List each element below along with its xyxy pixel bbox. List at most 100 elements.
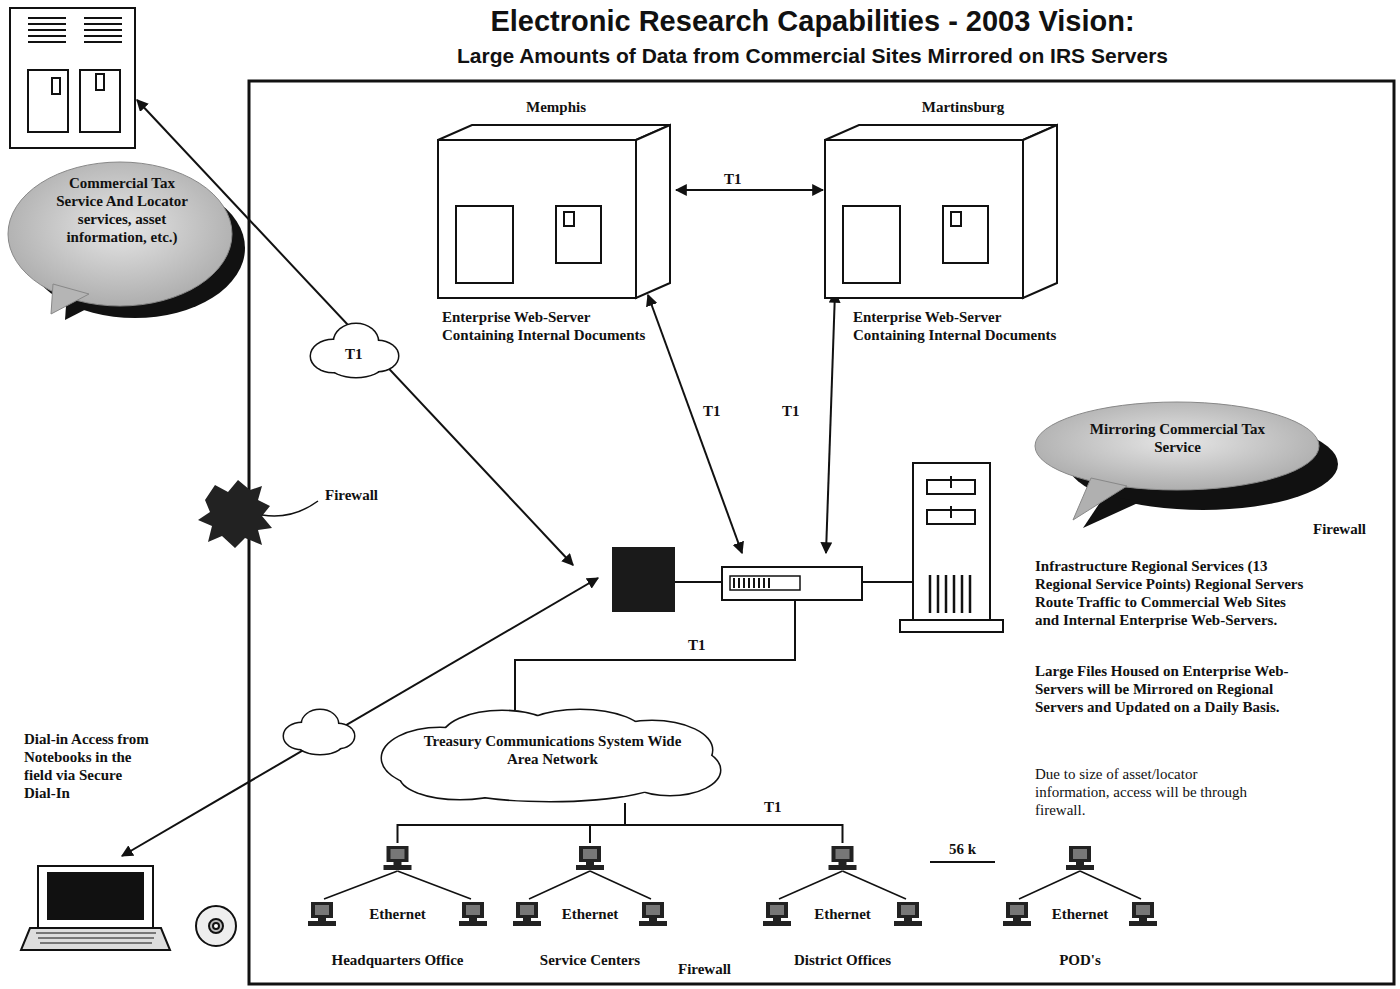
server-node: MemphisEnterprise Web-Server Containing … (436, 98, 676, 373)
link-label: T1 (343, 345, 365, 363)
text-slot: Enterprise Web-Server Containing Interna… (853, 308, 1063, 344)
diagram-title: Electronic Research Capabilities - 2003 … (225, 6, 1400, 38)
edge-label-slot: 56 k (947, 840, 978, 858)
node-text: Enterprise Web-Server Containing Interna… (853, 308, 1063, 344)
node-heading: Martinsburg (843, 98, 1083, 116)
edge-label: 56 k (947, 840, 978, 858)
text-slot: Memphis (436, 98, 676, 116)
subtitle: Large Amounts of Data from Commercial Si… (225, 44, 1400, 67)
node-text: Ethernet (505, 905, 675, 923)
node-text: Enterprise Web-Server Containing Interna… (442, 308, 657, 344)
label-slot: T1 (703, 402, 721, 420)
link-cloud (284, 710, 354, 754)
text-slot: Service Centers (505, 951, 675, 969)
computer-icon (1066, 846, 1094, 870)
network-frame (249, 81, 1394, 984)
commercial-server (10, 8, 135, 148)
computer-icon (459, 902, 487, 926)
firewall-label: Firewall (1313, 520, 1366, 538)
computer-icon (829, 846, 857, 870)
computer-icon (1003, 902, 1031, 926)
cluster-node: EthernetDistrict Offices (755, 843, 930, 978)
computer-icon (639, 902, 667, 926)
node-text: Treasury Communications System Wide Area… (420, 732, 685, 768)
bubble1-node: Commercial Tax Service And Locator servi… (5, 152, 250, 322)
connector (676, 189, 823, 191)
wire (675, 581, 722, 583)
title-slot: Electronic Research Capabilities - 2003 … (225, 6, 1400, 38)
t1-link (826, 292, 835, 553)
label-slot: T1 (782, 402, 800, 420)
text-slot: Headquarters Office (300, 951, 495, 969)
connector (625, 803, 843, 843)
computer-icon (308, 902, 336, 926)
text-slot: Ethernet (995, 905, 1165, 923)
text-slot: Martinsburg (843, 98, 1083, 116)
cluster-node: EthernetHeadquarters Office (300, 843, 495, 978)
wire (862, 581, 913, 583)
link-cloud (311, 324, 398, 377)
node-text: Commercial Tax Service And Locator servi… (47, 174, 197, 246)
text-slot: Treasury Communications System Wide Area… (420, 732, 685, 768)
label-slot: Firewall (1313, 520, 1366, 538)
dial-in-link (122, 578, 598, 856)
node-text: Mirroring Commercial Tax Service (1070, 420, 1285, 456)
firewall-box (612, 547, 675, 612)
label-slot: Large Amounts of Data from Commercial Si… (225, 44, 1400, 67)
node-text: Service Centers (505, 951, 675, 969)
text-slot: Enterprise Web-Server Containing Interna… (442, 308, 657, 344)
link-label: T1 (703, 402, 721, 420)
node-text: Headquarters Office (300, 951, 495, 969)
node-text: Dial-in Access from Notebooks in the fie… (24, 730, 149, 802)
label-slot: Infrastructure Regional Services (13 Reg… (1035, 557, 1307, 629)
note: Large Files Housed on Enterprise Web-Ser… (1035, 662, 1307, 716)
computer-icon (384, 846, 412, 870)
text-slot: Mirroring Commercial Tax Service (1070, 420, 1285, 456)
computer-icon (576, 846, 604, 870)
firewall-label: Firewall (678, 960, 731, 978)
connector (398, 803, 626, 843)
link-label: T1 (688, 636, 706, 654)
t1-bus (515, 600, 795, 710)
label-slot: Due to size of asset/locator information… (1035, 765, 1257, 819)
cloud-fill (382, 710, 720, 801)
node-heading: Memphis (436, 98, 676, 116)
edge-label-slot: T1 (762, 798, 784, 816)
label-slot: T1 (343, 345, 365, 363)
regional-router (722, 567, 862, 600)
server-node: MartinsburgEnterprise Web-Server Contain… (823, 98, 1063, 373)
regional-server (900, 463, 1003, 632)
cluster-node: EthernetService Centers (505, 843, 675, 978)
computer-icon (513, 902, 541, 926)
note: Infrastructure Regional Services (13 Reg… (1035, 557, 1307, 629)
bubble2-node: Mirroring Commercial Tax Service (1025, 400, 1345, 530)
text-slot: Ethernet (505, 905, 675, 923)
node-text: District Offices (755, 951, 930, 969)
computer-icon (1129, 902, 1157, 926)
label-slot: Large Files Housed on Enterprise Web-Ser… (1035, 662, 1307, 716)
text-slot: Ethernet (300, 905, 495, 923)
text-slot: District Offices (755, 951, 930, 969)
t1-link (648, 295, 742, 553)
note: Due to size of asset/locator information… (1035, 765, 1257, 819)
text-slot: Ethernet (755, 905, 930, 923)
text-slot: Commercial Tax Service And Locator servi… (47, 174, 197, 246)
cluster-node: EthernetPOD's (995, 843, 1165, 978)
label-slot: Firewall (678, 960, 731, 978)
text-slot: Dial-in Access from Notebooks in the fie… (24, 730, 149, 802)
cloud-node: Treasury Communications System Wide Area… (380, 708, 725, 803)
text-slot: POD's (995, 951, 1165, 969)
computer-icon (763, 902, 791, 926)
edge-label-slot: T1 (722, 170, 744, 188)
label-slot: Firewall (325, 486, 378, 504)
connector (590, 803, 625, 843)
node-text: Ethernet (995, 905, 1165, 923)
cloud-outline (382, 710, 720, 801)
edge-label: T1 (762, 798, 784, 816)
computer-icon (894, 902, 922, 926)
node-text: POD's (995, 951, 1165, 969)
node-text: Ethernet (300, 905, 495, 923)
bubble2-shape (1025, 400, 1345, 530)
firewall-label: Firewall (325, 486, 378, 504)
